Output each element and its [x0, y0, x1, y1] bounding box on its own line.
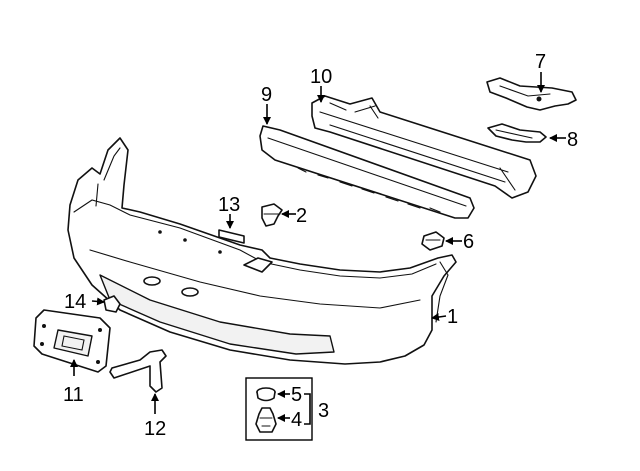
screw-part-4 — [255, 407, 277, 433]
pad-part-13 — [218, 229, 245, 244]
clip-part-2 — [261, 203, 283, 227]
leader-1 — [431, 313, 447, 321]
bumper-cover-part-1 — [67, 137, 457, 365]
callout-3: 3 — [318, 400, 329, 422]
hardware-group-3 — [245, 377, 313, 441]
leader-lines — [70, 72, 566, 425]
bracket-part-8 — [487, 123, 547, 143]
leader-14 — [91, 297, 105, 306]
nut-part-6 — [421, 231, 445, 251]
callout-5: 5 — [291, 384, 302, 406]
bracket-part-7 — [486, 77, 577, 111]
callout-4: 4 — [291, 409, 302, 431]
callout-2: 2 — [296, 205, 307, 227]
callout-8: 8 — [567, 129, 578, 151]
reinforcement-beam-part-10 — [311, 95, 537, 199]
clip-part-14 — [103, 295, 121, 313]
callout-9: 9 — [261, 84, 272, 106]
callout-11: 11 — [63, 384, 84, 406]
bracket-part-12 — [109, 349, 167, 393]
callout-14: 14 — [64, 291, 86, 313]
callout-10: 10 — [310, 66, 332, 88]
callout-labels: 1 2 3 4 5 6 7 8 9 10 11 12 13 14 — [63, 51, 578, 440]
callout-6: 6 — [463, 231, 474, 253]
callout-13: 13 — [218, 194, 240, 216]
callout-7: 7 — [535, 51, 546, 73]
callout-1: 1 — [447, 306, 458, 328]
energy-absorber-part-9 — [259, 125, 475, 219]
grommet-part-5 — [256, 387, 276, 402]
bracket-3 — [304, 393, 311, 425]
callout-12: 12 — [144, 418, 166, 440]
license-bracket-part-11 — [33, 309, 111, 373]
